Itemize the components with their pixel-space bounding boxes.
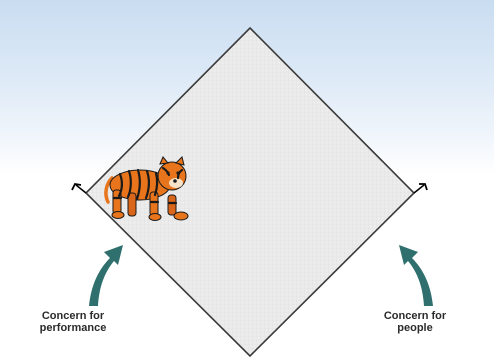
concern-for-performance-label: Concern for performance [28, 310, 118, 334]
left-curved-arrow-icon [89, 245, 123, 306]
people-label-line1: Concern for [383, 310, 447, 322]
grid-diamond [84, 26, 416, 358]
right-axis-arrowhead [413, 183, 428, 194]
people-label-line2: people [397, 322, 433, 334]
left-axis-arrowhead [71, 183, 87, 194]
performance-label-line1: Concern for [41, 310, 105, 322]
right-curved-arrow-icon [399, 245, 433, 306]
concern-for-people-label: Concern for people [370, 310, 460, 334]
performance-label-line2: performance [39, 322, 107, 334]
tiger-icon [104, 156, 189, 221]
